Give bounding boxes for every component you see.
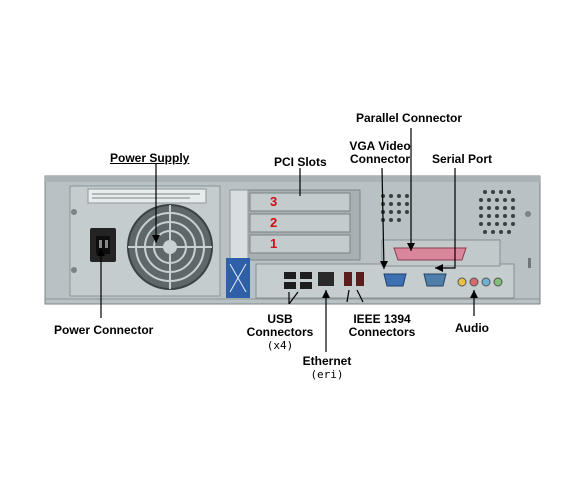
usb-label-line1: USB <box>267 312 293 326</box>
usb-label: USB Connectors (x4) <box>240 312 320 353</box>
audio-jack-4 <box>493 277 503 287</box>
audio-jack-2 <box>469 277 479 287</box>
ieee1394-label: IEEE 1394 Connectors <box>342 313 422 339</box>
serial-port <box>423 273 447 287</box>
ethernet-label: Ethernet (eri) <box>290 354 364 382</box>
usb-port-2 <box>284 282 296 289</box>
fan-grille <box>127 204 213 290</box>
audio-jack-3 <box>481 277 491 287</box>
parallel-connector-label: Parallel Connector <box>356 111 463 125</box>
audio-label: Audio <box>455 321 489 335</box>
parallel-port <box>393 247 467 261</box>
vga-label-line1: VGA Video <box>349 139 411 153</box>
pci-slot-2 <box>249 213 351 233</box>
callout-arrowheads <box>97 235 478 298</box>
ethernet-port <box>318 272 334 286</box>
serial-port-label: Serial Port <box>432 152 493 166</box>
ieee1394-label-line1: IEEE 1394 <box>353 312 411 326</box>
ethernet-sub: (eri) <box>310 368 344 381</box>
pci-slots-label: PCI Slots <box>274 155 327 169</box>
ieee1394-label-line2: Connectors <box>348 325 416 339</box>
ieee1394-port-1 <box>344 272 352 286</box>
power-supply-label[interactable]: Power Supply <box>110 151 190 165</box>
chassis-top-edge <box>45 176 540 182</box>
slot-number-1: 1 <box>270 236 277 251</box>
vga-port <box>383 273 407 287</box>
ieee1394-port-2 <box>356 272 364 286</box>
vga-label: VGA Video Connector <box>340 140 420 166</box>
usb-label-line2: Connectors <box>246 325 314 339</box>
power-supply-label-plate <box>87 188 207 204</box>
audio-jack-1 <box>457 277 467 287</box>
ethernet-label-line1: Ethernet <box>302 354 352 368</box>
usb-port-4 <box>300 282 312 289</box>
slot-number-3: 3 <box>270 194 277 209</box>
usb-count: (x4) <box>266 339 294 352</box>
slot-number-2: 2 <box>270 215 277 230</box>
usb-port-1 <box>284 272 296 279</box>
power-connector-label: Power Connector <box>54 323 154 337</box>
vga-label-line2: Connector <box>350 152 410 166</box>
pci-slot-1 <box>249 234 351 254</box>
usb-port-3 <box>300 272 312 279</box>
